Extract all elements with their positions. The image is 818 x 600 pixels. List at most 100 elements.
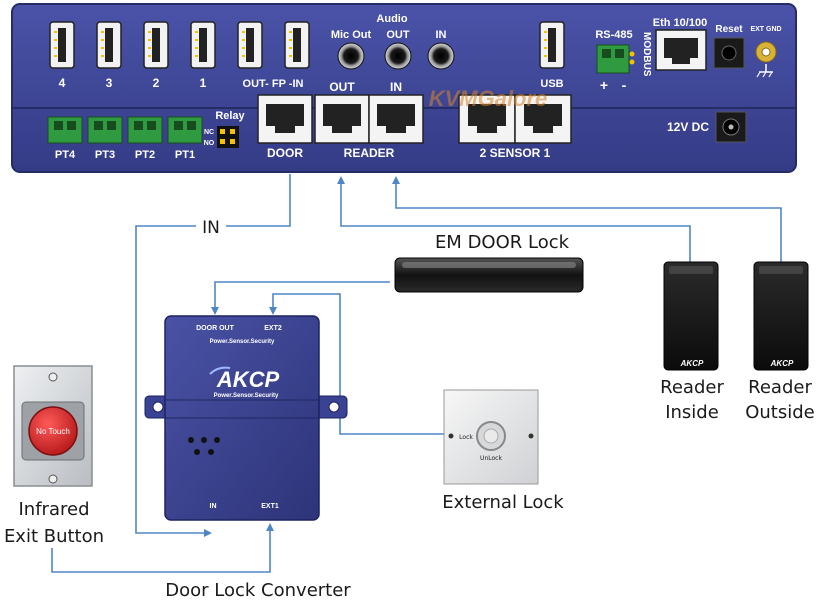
reader-inside-device [663, 261, 719, 371]
wire-door-in [135, 174, 291, 534]
usb-port-fp-in [284, 21, 310, 69]
pt1-label: PT1 [175, 149, 195, 161]
reader-port-label: READER [344, 146, 395, 160]
reader-outside-device [753, 261, 809, 371]
converter-logo-tagline: Power.Sensor.Security [214, 393, 279, 399]
logo-swoosh-icon [209, 366, 231, 375]
reader-out-label: OUT [329, 80, 355, 94]
wire-reader-outside [395, 180, 782, 262]
converter-tagline: Power.Sensor.Security [210, 339, 275, 345]
wire-external-lock [272, 293, 444, 435]
pt4-label: PT4 [55, 149, 76, 161]
screw-icon [48, 474, 58, 484]
relay-header [217, 126, 239, 148]
converter-ext2-label: EXT2 [264, 325, 282, 332]
in-label-bg [196, 216, 226, 236]
converter-logo: AKCP [216, 367, 280, 392]
em-lock-label: EM DOOR Lock [435, 232, 570, 253]
connection-wires [51, 174, 782, 573]
reader-outside-label-line2: Outside [745, 402, 815, 423]
usb-port-1 [190, 21, 216, 69]
pt4-terminal [47, 116, 83, 144]
reader-outside-brand: AKCP [770, 359, 794, 368]
relay-nc-label: NC [204, 129, 214, 136]
rs485-minus: - [622, 77, 627, 93]
door-rj45-port [257, 94, 313, 144]
usb-port-main [539, 21, 565, 69]
usb-label-2: 2 [153, 76, 160, 90]
eth-label: Eth 10/100 [653, 17, 707, 29]
relay-label: Relay [215, 110, 245, 122]
pt3-terminal [87, 116, 123, 144]
pt2-terminal [127, 116, 163, 144]
rs485-label: RS-485 [595, 29, 632, 41]
rs485-terminal [596, 44, 635, 74]
converter-ext1-label: EXT1 [261, 503, 279, 510]
converter-label: Door Lock Converter [165, 580, 351, 600]
screw-icon [48, 372, 58, 382]
ext-gnd-label: EXT GND [750, 26, 781, 33]
arrow-ext1-terminal [266, 523, 274, 531]
external-lock-label: External Lock [442, 492, 564, 513]
pt1-terminal [167, 116, 203, 144]
converter-door-out-label: DOOR OUT [196, 325, 234, 332]
wire-ext1 [51, 527, 271, 573]
arrow-reader-out [337, 176, 345, 184]
door-lock-converter [144, 315, 348, 521]
rs485-plus: + [600, 77, 608, 93]
pt3-label: PT3 [95, 149, 115, 161]
reader-in-label: IN [390, 80, 402, 94]
arrow-ext2 [269, 307, 277, 315]
arrow-door-out [211, 307, 219, 315]
audio-jack-mic-out [337, 42, 365, 70]
wire-in-label: IN [202, 218, 220, 238]
usb-label-4: 4 [59, 76, 66, 90]
no-touch-text: No Touch [36, 427, 70, 436]
usb-port-3 [96, 21, 122, 69]
external-lock [443, 389, 539, 485]
reset-button [713, 37, 745, 69]
em-door-lock [394, 257, 584, 293]
monitoring-unit: 4 3 2 1 OUT- FP -IN Audio Mic Out OUT IN… [11, 3, 797, 173]
lock-text: Lock [459, 434, 473, 441]
door-port-label: DOOR [267, 146, 303, 160]
watermark-text: KVMGalore [429, 86, 548, 111]
unlock-text: UnLock [480, 455, 502, 462]
wire-em-lock [214, 281, 390, 311]
arrow-reader-in [392, 176, 400, 184]
reader-inside-brand: AKCP [680, 359, 704, 368]
reader-outside-label-line1: Reader [748, 377, 812, 398]
dc-power-jack [715, 111, 747, 143]
audio-title: Audio [376, 13, 407, 25]
audio-label-in: IN [436, 29, 447, 41]
screw-icon [528, 433, 534, 439]
reader-in-rj45-port [368, 94, 424, 144]
usb-port-fp-out [237, 21, 263, 69]
screw-icon [448, 433, 454, 439]
reader-inside-label-line2: Inside [665, 402, 719, 423]
usb-port-2 [143, 21, 169, 69]
ground-terminal-icon [755, 41, 777, 78]
power-label: 12V DC [667, 120, 709, 134]
audio-label-out: OUT [386, 29, 410, 41]
sensor-1-rj45-port [514, 94, 572, 144]
audio-jack-out [384, 42, 412, 70]
audio-jack-in [427, 42, 455, 70]
converter-in-label: IN [210, 503, 217, 510]
reader-out-rj45-port [314, 94, 370, 144]
relay-no-label: NO [204, 140, 215, 147]
usb-port-4 [49, 21, 75, 69]
ethernet-port [655, 29, 707, 71]
sensor-2-rj45-port [458, 94, 516, 144]
arrow-in-terminal [204, 529, 212, 537]
exit-button-device [13, 365, 93, 487]
reader-inside-label-line1: Reader [660, 377, 724, 398]
reset-label: Reset [715, 24, 743, 35]
audio-label-mic-out: Mic Out [331, 29, 372, 41]
modbus-label: MODBUS [641, 32, 652, 77]
sensor-port-label: 2 SENSOR 1 [480, 146, 551, 160]
exit-button-label-line1: Infrared [19, 499, 90, 520]
usb-main-label: USB [540, 78, 563, 90]
no-touch-button [28, 406, 78, 456]
